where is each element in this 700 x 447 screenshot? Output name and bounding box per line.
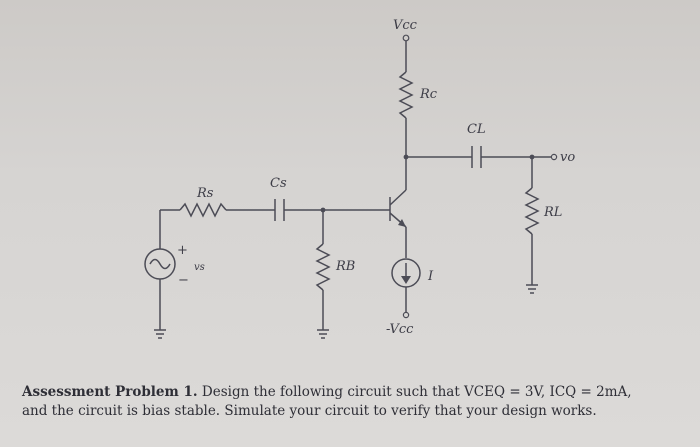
ac-voltage-source bbox=[144, 248, 176, 280]
circuit-diagram: Vcc Rc CL vo RL bbox=[144, 18, 575, 339]
current-source-label: I bbox=[427, 269, 434, 284]
rc-resistor bbox=[398, 71, 414, 119]
rb-label: RB bbox=[335, 259, 355, 274]
vcc-bottom-label: -Vcc bbox=[386, 322, 414, 337]
vs-label: vs bbox=[194, 262, 205, 273]
cl-capacitor bbox=[471, 146, 482, 168]
source-ground-symbol bbox=[154, 329, 166, 339]
problem-line-1: Assessment Problem 1. Design the followi… bbox=[22, 383, 682, 402]
vo-label: vo bbox=[560, 150, 575, 165]
cs-label: Cs bbox=[270, 176, 287, 191]
vcc-top-label: Vcc bbox=[393, 18, 418, 33]
rl-resistor bbox=[524, 187, 540, 235]
rl-ground-symbol bbox=[526, 284, 538, 294]
rb-ground-symbol bbox=[317, 329, 329, 339]
vo-terminal bbox=[550, 153, 558, 161]
current-source bbox=[391, 258, 421, 288]
plus-sign: + bbox=[177, 243, 188, 258]
cs-capacitor bbox=[274, 199, 285, 221]
minus-sign: − bbox=[178, 273, 189, 288]
rc-label: Rc bbox=[419, 87, 438, 102]
vcc-top-terminal bbox=[402, 34, 410, 72]
rl-label: RL bbox=[543, 205, 562, 220]
rs-label: Rs bbox=[196, 186, 214, 201]
vcc-bottom-terminal bbox=[402, 311, 410, 319]
bjt-transistor bbox=[389, 189, 407, 228]
problem-line-2: and the circuit is bias stable. Simulate… bbox=[22, 403, 597, 419]
problem-heading: Assessment Problem 1. bbox=[22, 384, 198, 400]
problem-line-1-text: Design the following circuit such that V… bbox=[197, 384, 632, 400]
cl-label: CL bbox=[467, 122, 486, 137]
problem-statement: Assessment Problem 1. Design the followi… bbox=[22, 383, 682, 421]
rs-resistor bbox=[179, 202, 227, 218]
rb-resistor bbox=[315, 243, 331, 291]
